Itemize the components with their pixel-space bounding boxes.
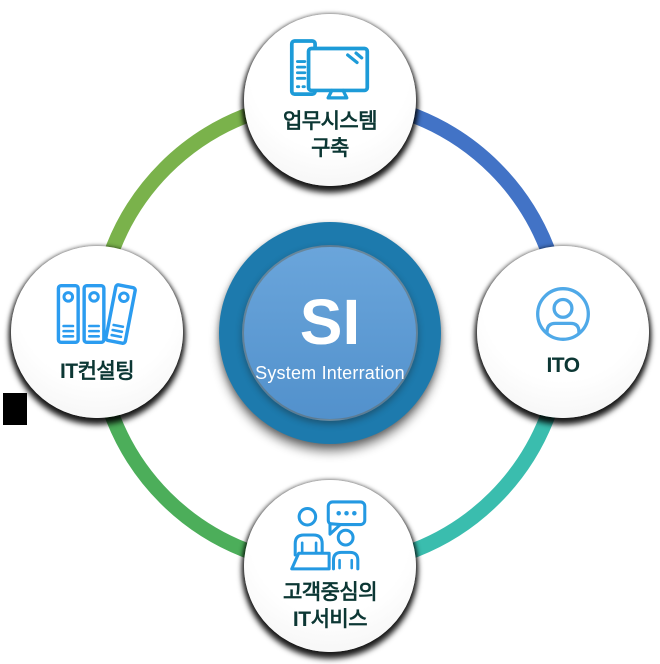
center-title: SI [299, 286, 361, 359]
ring-binders-icon [54, 278, 140, 350]
node-label-ito: ITO [546, 354, 580, 378]
node-label-it-consulting: IT컨설팅 [59, 360, 135, 384]
node-label-business-system: 업무시스템 구축 [282, 109, 378, 160]
node-it-service: 고객중심의 IT서비스 [244, 480, 416, 652]
node-ito: ITO [477, 246, 649, 418]
node-it-consulting: IT컨설팅 [11, 246, 183, 418]
node-label-it-service: 고객중심의 IT서비스 [282, 580, 378, 631]
black-marker [3, 393, 27, 425]
node-business-system: 업무시스템 구축 [244, 14, 416, 186]
user-profile-icon [533, 284, 593, 344]
center-subtitle: System Interration [255, 362, 405, 383]
desktop-computer-icon [289, 38, 371, 100]
center-circle: SI System Interration [219, 222, 441, 444]
center-circle-inner: SI System Interration [242, 245, 418, 421]
consultation-people-icon [290, 499, 370, 571]
